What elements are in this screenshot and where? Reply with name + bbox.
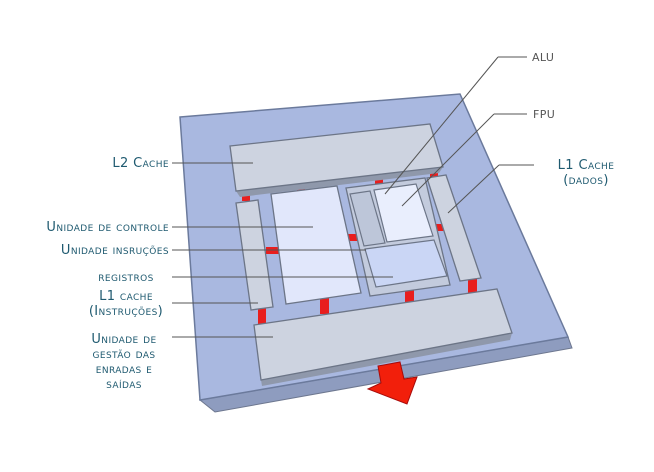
io-unit-label-line-4: saídas — [106, 377, 142, 392]
fpu-label: FPU — [533, 108, 555, 121]
leader-lines — [172, 56, 534, 338]
io-unit-block — [253, 288, 513, 386]
alu-block — [349, 190, 386, 247]
execution-cluster — [345, 177, 451, 297]
l1-cache-instr-sub-label: (Instruções) — [89, 304, 163, 319]
control-unit-block — [270, 185, 362, 305]
l2-cache-block — [229, 123, 444, 197]
registers-label: registros — [98, 270, 153, 285]
instruction-unit-label: Unidade insruções — [61, 243, 169, 258]
bus-control-registers — [348, 234, 358, 241]
registers-block — [364, 239, 448, 288]
io-unit-label-line-1: Unidade de — [91, 332, 156, 347]
io-unit-label-line-2: gestão das — [92, 347, 155, 362]
bus-fpu-l1d — [434, 224, 444, 231]
bus-l1d-io — [468, 279, 477, 293]
l1-cache-data-label: L1 Cache — [558, 158, 615, 173]
output-arrow-icon — [366, 361, 418, 405]
bus-l2-alu — [375, 175, 383, 187]
alu-label: ALU — [532, 51, 554, 64]
fpu-block — [373, 183, 434, 243]
bus-registers-io — [405, 288, 414, 302]
bus-l1i-io — [258, 308, 266, 324]
l1-cache-data-block — [426, 174, 482, 282]
io-unit-label-line-3: enradas e — [96, 362, 153, 377]
l2-cache-label: L2 Cache — [112, 156, 169, 171]
control-unit-label: Unidade de controle — [46, 220, 169, 235]
l1-cache-data-sub-label: (dados) — [563, 173, 609, 188]
l1-cache-instr-label: L1 cache — [99, 289, 153, 304]
labels: ALU FPU L2 Cache L1 Cache (dados) Unidad… — [46, 51, 614, 392]
bus-control-io — [320, 298, 329, 314]
